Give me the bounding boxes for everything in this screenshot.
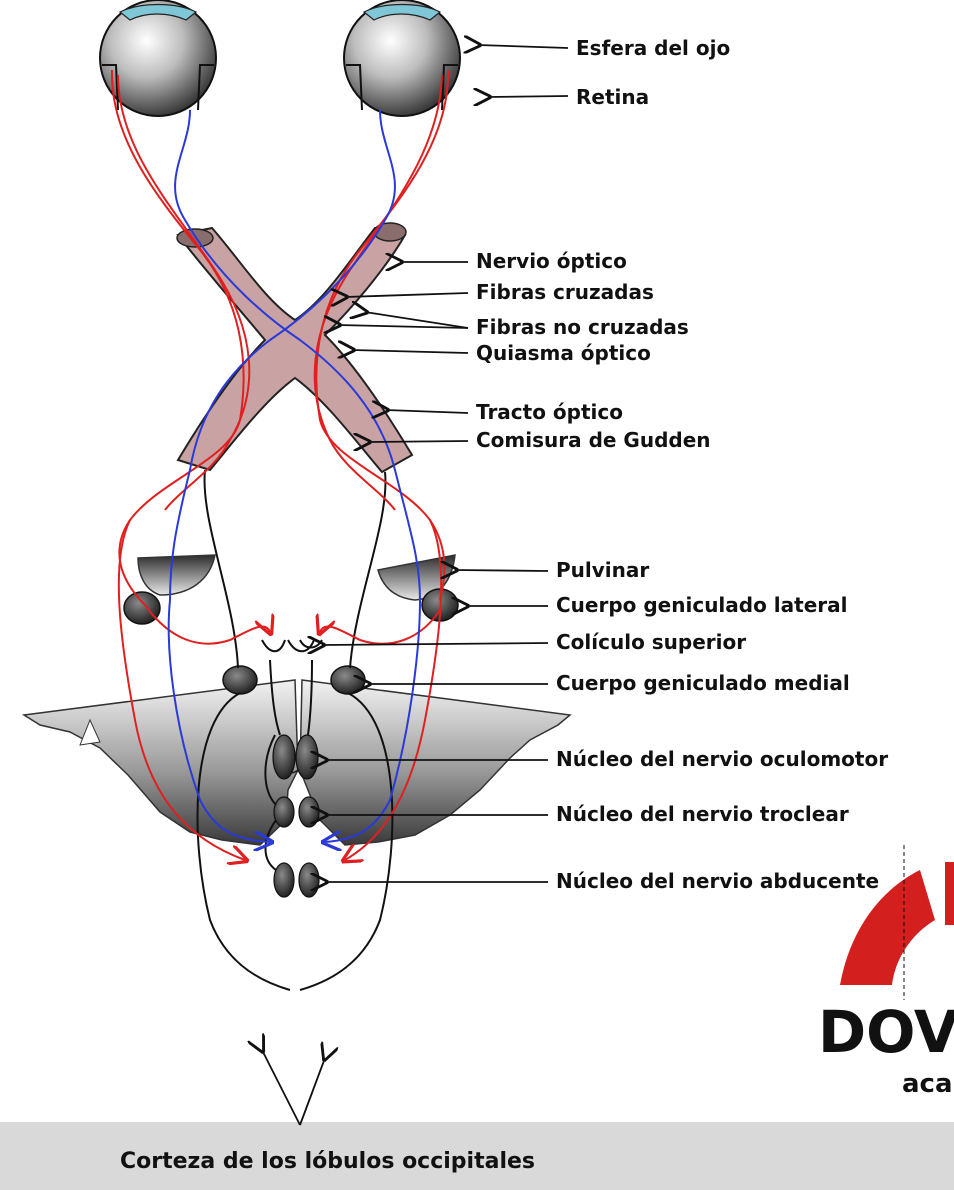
logo-subtext: aca bbox=[902, 1069, 953, 1099]
abducens-nuclei bbox=[274, 863, 319, 897]
label-oculomotor-nucleus: Núcleo del nervio oculomotor bbox=[556, 747, 888, 771]
label-retina: Retina bbox=[576, 85, 649, 109]
label-crossed-fibers: Fibras cruzadas bbox=[476, 280, 654, 304]
label-superior-colliculus: Colículo superior bbox=[556, 630, 746, 654]
left-mgn bbox=[223, 666, 257, 694]
right-mgn bbox=[331, 666, 365, 694]
left-lgn bbox=[124, 592, 160, 624]
label-pulvinar: Pulvinar bbox=[556, 558, 649, 582]
label-occipital-cortex: Corteza de los lóbulos occipitales bbox=[120, 1149, 535, 1174]
logo-text: DOV bbox=[818, 998, 954, 1066]
left-eye bbox=[100, 0, 216, 116]
trochlear-nuclei bbox=[274, 797, 319, 827]
label-medial-geniculate: Cuerpo geniculado medial bbox=[556, 671, 850, 695]
label-trochlear-nucleus: Núcleo del nervio troclear bbox=[556, 802, 849, 826]
label-optic-chiasm: Quiasma óptico bbox=[476, 341, 651, 365]
label-lateral-geniculate: Cuerpo geniculado lateral bbox=[556, 593, 848, 617]
right-eye bbox=[344, 0, 460, 116]
label-abducens-nucleus: Núcleo del nervio abducente bbox=[556, 869, 879, 893]
label-eye-sphere: Esfera del ojo bbox=[576, 36, 730, 60]
label-optic-tract: Tracto óptico bbox=[476, 400, 623, 424]
label-gudden-commissure: Comisura de Gudden bbox=[476, 428, 711, 452]
label-uncrossed-fibers: Fibras no cruzadas bbox=[476, 315, 689, 339]
label-optic-nerve: Nervio óptico bbox=[476, 249, 627, 273]
left-pulvinar bbox=[138, 555, 215, 595]
